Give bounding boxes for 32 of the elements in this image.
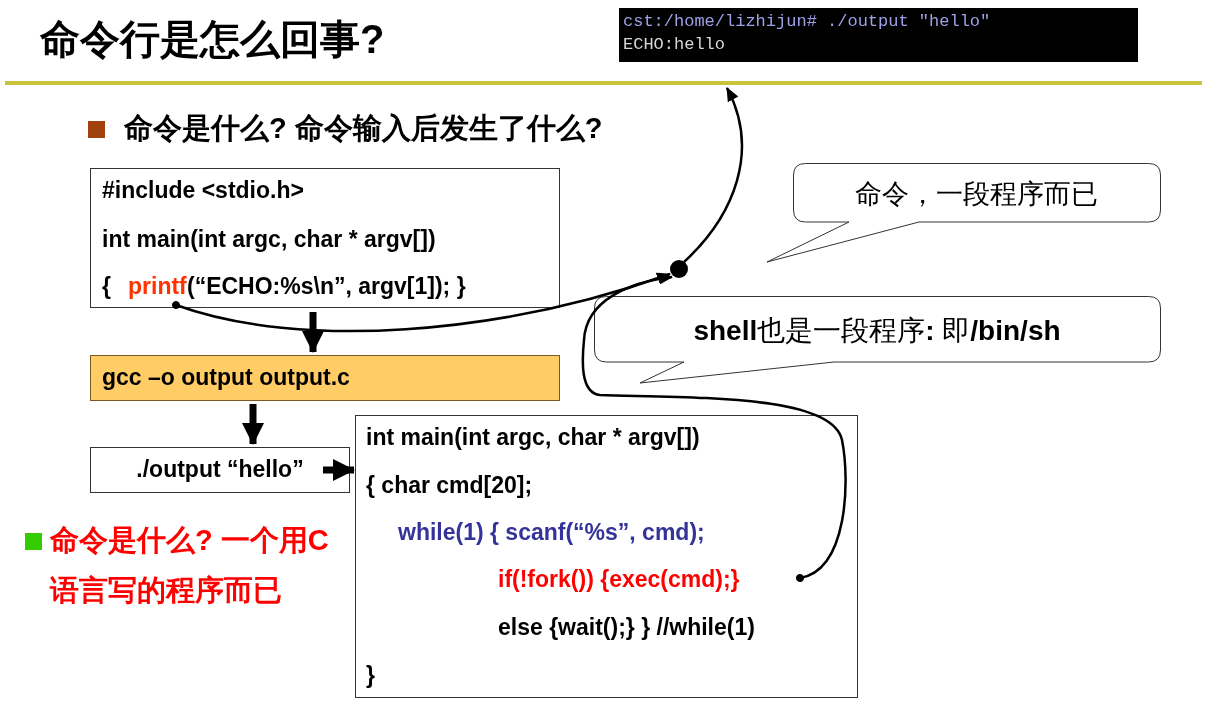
callout bbox=[594, 296, 1161, 384]
code-box bbox=[90, 168, 560, 308]
terminal-text: cst:/home/lizhijun# ./output "hello" bbox=[623, 12, 991, 31]
code-box bbox=[355, 415, 858, 698]
command-text: ./output “hello” bbox=[135, 456, 305, 483]
arrow bbox=[172, 272, 671, 333]
code-text: printf bbox=[128, 273, 187, 300]
arrow bbox=[581, 272, 847, 582]
command-box bbox=[90, 447, 350, 493]
command-text: gcc –o output output.c bbox=[101, 364, 351, 391]
arrow bbox=[683, 87, 744, 263]
note-text: 命令是什么? 一个用C语言写的程序而已 bbox=[50, 523, 330, 608]
code-text: (“ECHO:%s\n”, argv[1]); } bbox=[187, 273, 466, 300]
code-text: else {wait();} } //while(1) bbox=[498, 614, 755, 641]
block-arrow bbox=[323, 459, 355, 481]
code-text: int main(int argc, char * argv[]) bbox=[366, 424, 700, 451]
code-text: } bbox=[366, 662, 375, 689]
code-text: while(1) { scanf(“%s”, cmd); bbox=[398, 519, 705, 546]
callout bbox=[767, 163, 1161, 263]
junction-dot bbox=[669, 259, 689, 279]
code-text: { char cmd[20]; bbox=[366, 472, 533, 499]
code-text: #include <stdio.h> bbox=[102, 177, 304, 204]
title: 命令行是怎么回事? bbox=[40, 16, 385, 63]
code-text: { bbox=[102, 273, 111, 300]
terminal-text: ECHO:hello bbox=[623, 35, 726, 54]
command-box bbox=[90, 355, 560, 401]
code-text: if(!fork()) {exec(cmd);} bbox=[498, 566, 740, 593]
terminal-window bbox=[619, 8, 1138, 62]
code-text: int main(int argc, char * argv[]) bbox=[102, 226, 436, 253]
callout-text: 命令，一段程序而已 bbox=[854, 177, 1099, 211]
bullet-text: 命令是什么? 命令输入后发生了什么? bbox=[124, 111, 604, 146]
callout-text: shell也是一段程序: 即/bin/sh bbox=[692, 313, 1062, 348]
